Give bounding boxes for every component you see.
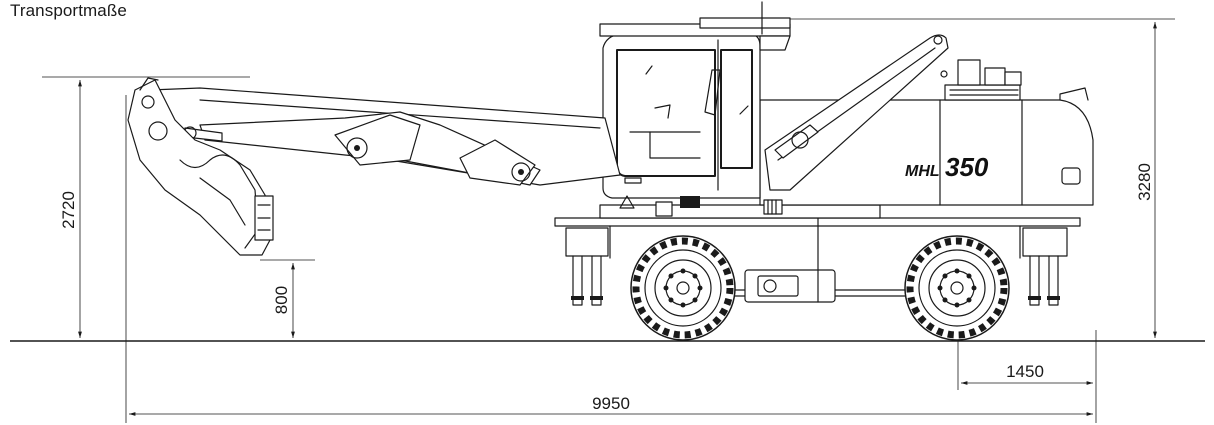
- dimension-lines: [42, 18, 1175, 423]
- model-logo: MHL 350: [905, 152, 989, 182]
- model-number: 350: [945, 152, 989, 182]
- dim-height-boom: 2720: [59, 191, 78, 229]
- dim-height-cab: 3280: [1135, 163, 1154, 201]
- dim-rear-overhang: 1450: [1006, 362, 1044, 381]
- boom: [149, 34, 949, 191]
- dim-total-length: 9950: [592, 394, 630, 413]
- upper-carriage: [599, 1, 1094, 219]
- page-title: Transportmaße: [10, 1, 127, 20]
- dim-bucket-clearance: 800: [272, 286, 291, 314]
- bucket: [127, 77, 274, 256]
- model-prefix: MHL: [905, 163, 940, 180]
- rear-wheel: [904, 235, 1010, 341]
- front-wheel: [630, 235, 736, 341]
- undercarriage: [554, 189, 1081, 306]
